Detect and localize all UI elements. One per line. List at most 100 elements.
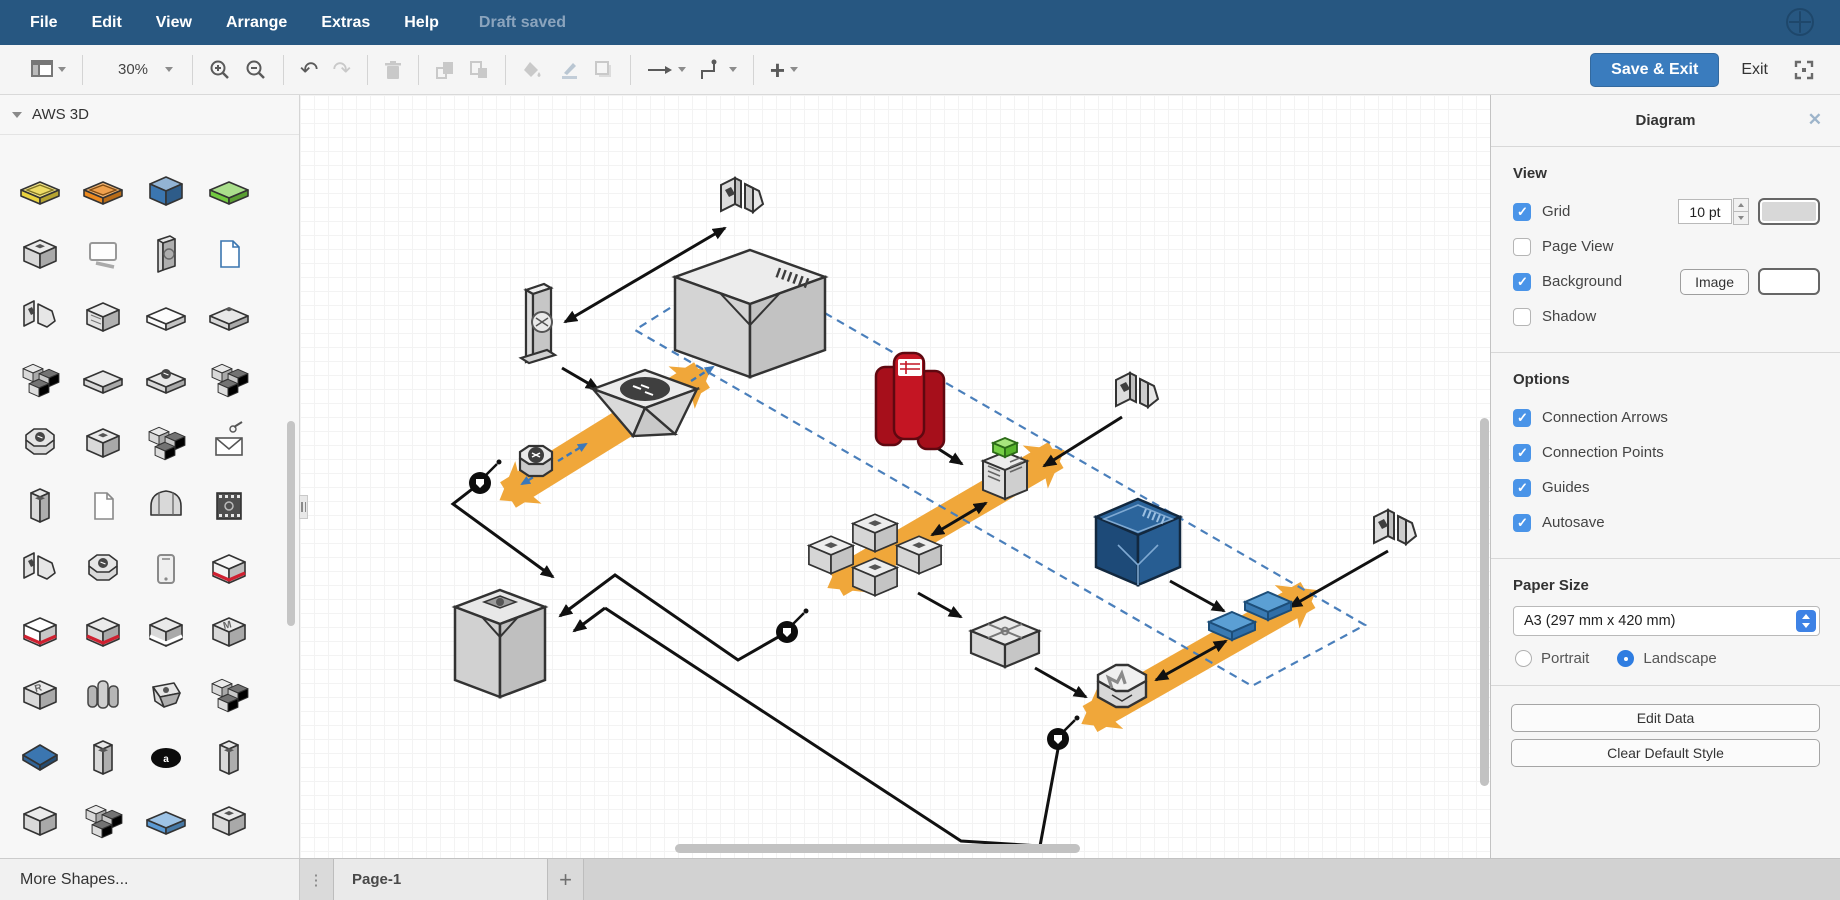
- palette-shape-bolt-octagon[interactable]: [71, 537, 134, 600]
- zoom-in-button[interactable]: [209, 59, 231, 81]
- grid-size-input[interactable]: [1678, 199, 1732, 224]
- palette-shape-split-arrow-2[interactable]: [8, 537, 71, 600]
- language-globe-icon[interactable]: [1786, 8, 1814, 36]
- palette-shape-slab-blue[interactable]: [134, 789, 197, 852]
- insert-button[interactable]: +: [770, 57, 799, 83]
- menu-item-help[interactable]: Help: [404, 13, 439, 31]
- sidebar-scrollbar[interactable]: [287, 421, 295, 626]
- shape-section-aws3d[interactable]: AWS 3D: [0, 95, 299, 135]
- connection-arrows-checkbox[interactable]: [1513, 408, 1531, 427]
- grid-color-swatch[interactable]: [1758, 198, 1820, 225]
- autosave-checkbox[interactable]: [1513, 513, 1531, 532]
- palette-shape-canister[interactable]: [8, 474, 71, 537]
- clear-default-style-button[interactable]: Clear Default Style: [1511, 739, 1820, 767]
- edit-data-button[interactable]: Edit Data: [1511, 704, 1820, 732]
- exit-button[interactable]: Exit: [1741, 60, 1768, 78]
- palette-shape-cube-letter-r[interactable]: R: [8, 663, 71, 726]
- menu-item-extras[interactable]: Extras: [321, 13, 371, 31]
- endpoint-nodes[interactable]: [469, 459, 1080, 751]
- pages-menu-button[interactable]: ⋮: [300, 859, 334, 900]
- portrait-radio[interactable]: [1515, 650, 1532, 667]
- palette-shape-pillar[interactable]: [71, 726, 134, 789]
- palette-shape-cube-red-stripe-3[interactable]: [71, 600, 134, 663]
- background-color-swatch[interactable]: [1758, 268, 1820, 295]
- canvas-vertical-scrollbar[interactable]: [1480, 418, 1489, 786]
- grid-size-stepper[interactable]: [1733, 198, 1749, 225]
- zoom-level-value[interactable]: 30%: [117, 61, 149, 78]
- palette-shape-cube-white-stripe[interactable]: [134, 600, 197, 663]
- palette-shape-split-arrow[interactable]: [8, 285, 71, 348]
- palette-shape-film-frame[interactable]: [197, 474, 260, 537]
- palette-shape-striped-cube[interactable]: [71, 789, 134, 852]
- palette-shape-document-blue[interactable]: [197, 222, 260, 285]
- palette-shape-s3-cube[interactable]: [134, 159, 197, 222]
- to-front-button[interactable]: [435, 60, 455, 80]
- node-cloudfront-pyramid[interactable]: [589, 368, 701, 439]
- menu-item-edit[interactable]: Edit: [91, 13, 122, 31]
- background-image-button[interactable]: Image: [1680, 268, 1749, 295]
- page-tab[interactable]: Page-1: [334, 859, 548, 900]
- node-beanstalk-building[interactable]: [671, 248, 829, 379]
- canvas-horizontal-scrollbar[interactable]: [675, 844, 1080, 853]
- palette-shape-oval-black[interactable]: a: [134, 726, 197, 789]
- palette-shape-globe-octagon[interactable]: [8, 411, 71, 474]
- palette-shape-x-cube[interactable]: [8, 348, 71, 411]
- background-checkbox[interactable]: [1513, 272, 1531, 291]
- palette-shape-tower-server[interactable]: [134, 222, 197, 285]
- page-view-checkbox[interactable]: [1513, 237, 1531, 256]
- to-back-button[interactable]: [469, 60, 489, 80]
- palette-shape-round-cube[interactable]: [8, 789, 71, 852]
- palette-shape-quad-cubes[interactable]: [134, 411, 197, 474]
- palette-shape-envelope[interactable]: [197, 411, 260, 474]
- redo-button[interactable]: ↷: [332, 56, 351, 82]
- palette-shape-flat-box[interactable]: [134, 285, 197, 348]
- palette-shape-gear-slab[interactable]: [134, 348, 197, 411]
- palette-shape-cube-red-stripe-2[interactable]: [8, 600, 71, 663]
- palette-shape-route-table-tray[interactable]: [71, 159, 134, 222]
- waypoints-button[interactable]: [700, 59, 737, 81]
- save-and-exit-button[interactable]: Save & Exit: [1590, 52, 1720, 87]
- palette-shape-workflow-slab[interactable]: [197, 285, 260, 348]
- palette-shape-monitor[interactable]: [71, 222, 134, 285]
- more-shapes-button[interactable]: More Shapes...: [0, 858, 300, 900]
- node-database-red[interactable]: [874, 351, 946, 451]
- connection-points-checkbox[interactable]: [1513, 443, 1531, 462]
- palette-shape-instance-cube[interactable]: [71, 285, 134, 348]
- sidebar-collapse-handle[interactable]: [299, 495, 308, 519]
- menu-item-arrange[interactable]: Arrange: [225, 13, 288, 31]
- palette-shape-generic-cube[interactable]: [8, 222, 71, 285]
- node-instance-green[interactable]: [980, 437, 1030, 501]
- palette-shape-vpc-tray[interactable]: [8, 159, 71, 222]
- close-icon[interactable]: ✕: [1807, 110, 1822, 129]
- zoom-out-button[interactable]: [245, 59, 267, 81]
- line-color-button[interactable]: [558, 60, 580, 80]
- add-page-button[interactable]: +: [548, 859, 584, 900]
- node-users-top[interactable]: [720, 177, 764, 213]
- connection-style-button[interactable]: [647, 63, 686, 77]
- palette-shape-mobile-phone[interactable]: [134, 537, 197, 600]
- node-users-mid[interactable]: [1115, 372, 1159, 408]
- palette-shape-pillar-2[interactable]: [197, 726, 260, 789]
- palette-shape-diamond-blue[interactable]: [8, 726, 71, 789]
- menu-item-view[interactable]: View: [155, 13, 192, 31]
- landscape-radio[interactable]: [1617, 650, 1635, 667]
- palette-shape-thin-slab[interactable]: [71, 348, 134, 411]
- grid-checkbox[interactable]: [1513, 202, 1531, 221]
- palette-shape-puzzle-slab[interactable]: [197, 348, 260, 411]
- connectors[interactable]: [450, 226, 1389, 848]
- shadow-button[interactable]: [594, 60, 614, 80]
- node-mq-cube[interactable]: [1096, 663, 1148, 709]
- menu-item-file[interactable]: File: [30, 13, 58, 31]
- node-package[interactable]: [968, 615, 1042, 669]
- zoom-dropdown-chevron[interactable]: [165, 67, 173, 72]
- palette-shape-cube-letter-m[interactable]: M: [197, 600, 260, 663]
- node-users-right[interactable]: [1373, 509, 1417, 545]
- node-firewall-tower[interactable]: [518, 282, 558, 365]
- fullscreen-button[interactable]: [1794, 60, 1814, 80]
- delete-button[interactable]: [384, 60, 402, 80]
- node-stack-cube[interactable]: [451, 588, 549, 699]
- guides-checkbox[interactable]: [1513, 478, 1531, 497]
- node-gateway-octagon[interactable]: [518, 444, 554, 478]
- palette-shape-page[interactable]: [71, 474, 134, 537]
- fill-color-button[interactable]: [522, 60, 544, 80]
